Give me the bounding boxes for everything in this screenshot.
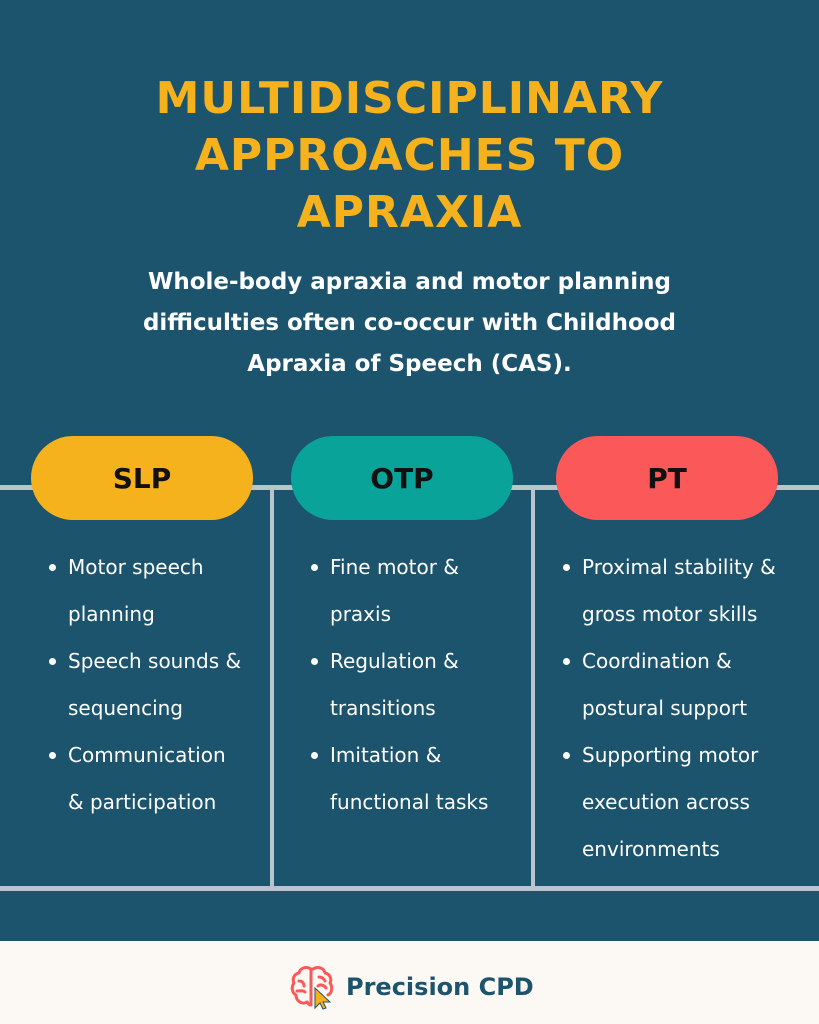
bullet-icon bbox=[563, 564, 570, 571]
brain-cursor-icon bbox=[290, 966, 334, 1010]
pt-header-pill: PT bbox=[556, 436, 778, 520]
list-item-line: execution across bbox=[582, 790, 750, 814]
list-item: Regulation & transitions bbox=[308, 638, 488, 732]
title-line-1: MULTIDISCIPLINARY bbox=[155, 73, 664, 124]
list-item-line: Supporting motor bbox=[582, 743, 759, 767]
bullet-icon bbox=[49, 752, 56, 759]
bullet-icon bbox=[563, 752, 570, 759]
list-item-line: functional tasks bbox=[330, 790, 489, 814]
list-item-line: environments bbox=[582, 837, 720, 861]
subtitle: Whole-body apraxia and motor planning di… bbox=[0, 262, 819, 385]
list-item: Fine motor & praxis bbox=[308, 544, 488, 638]
list-item-line: Fine motor & bbox=[330, 555, 459, 579]
bullet-icon bbox=[311, 564, 318, 571]
list-item-line: Communication bbox=[68, 743, 226, 767]
list-item-line: sequencing bbox=[68, 696, 183, 720]
otp-header-pill: OTP bbox=[291, 436, 513, 520]
list-item: Coordination & postural support bbox=[560, 638, 776, 732]
list-item: Speech sounds & sequencing bbox=[46, 638, 241, 732]
slp-header-label: SLP bbox=[112, 461, 172, 495]
list-item-line: & participation bbox=[68, 790, 217, 814]
list-item-line: planning bbox=[68, 602, 155, 626]
page-title: MULTIDISCIPLINARY APPROACHES TO APRAXIA bbox=[0, 70, 819, 241]
title-line-3: APRAXIA bbox=[296, 187, 523, 238]
list-item: Supporting motor execution across enviro… bbox=[560, 732, 776, 873]
otp-header-label: OTP bbox=[370, 461, 434, 495]
slp-list: Motor speech planning Speech sounds & se… bbox=[46, 544, 241, 826]
pt-header-label: PT bbox=[647, 461, 687, 495]
list-item-line: praxis bbox=[330, 602, 391, 626]
list-item-line: Motor speech bbox=[68, 555, 204, 579]
pt-list: Proximal stability & gross motor skills … bbox=[560, 544, 776, 873]
bullet-icon bbox=[49, 658, 56, 665]
title-line-2: APPROACHES TO bbox=[194, 130, 625, 181]
column-divider-1 bbox=[270, 490, 274, 890]
subtitle-line-3: Apraxia of Speech (CAS). bbox=[247, 351, 572, 377]
bullet-icon bbox=[563, 658, 570, 665]
column-divider-2 bbox=[531, 490, 535, 890]
list-item: Communication & participation bbox=[46, 732, 241, 826]
list-item: Motor speech planning bbox=[46, 544, 241, 638]
list-item-line: Regulation & bbox=[330, 649, 459, 673]
list-item-line: Speech sounds & bbox=[68, 649, 242, 673]
bullet-icon bbox=[311, 658, 318, 665]
subtitle-line-1: Whole-body apraxia and motor planning bbox=[147, 269, 671, 295]
slp-header-pill: SLP bbox=[31, 436, 253, 520]
footer-bar bbox=[0, 941, 819, 1024]
list-item-line: postural support bbox=[582, 696, 748, 720]
list-item-line: Proximal stability & bbox=[582, 555, 776, 579]
list-item-line: transitions bbox=[330, 696, 436, 720]
list-item: Proximal stability & gross motor skills bbox=[560, 544, 776, 638]
brand-name: Precision CPD bbox=[346, 973, 534, 1001]
list-item-line: gross motor skills bbox=[582, 602, 758, 626]
bullet-icon bbox=[311, 752, 318, 759]
subtitle-line-2: difficulties often co-occur with Childho… bbox=[142, 310, 677, 336]
bottom-divider-line bbox=[0, 886, 819, 891]
list-item-line: Coordination & bbox=[582, 649, 732, 673]
bullet-icon bbox=[49, 564, 56, 571]
list-item: Imitation & functional tasks bbox=[308, 732, 488, 826]
otp-list: Fine motor & praxis Regulation & transit… bbox=[308, 544, 488, 826]
list-item-line: Imitation & bbox=[330, 743, 442, 767]
